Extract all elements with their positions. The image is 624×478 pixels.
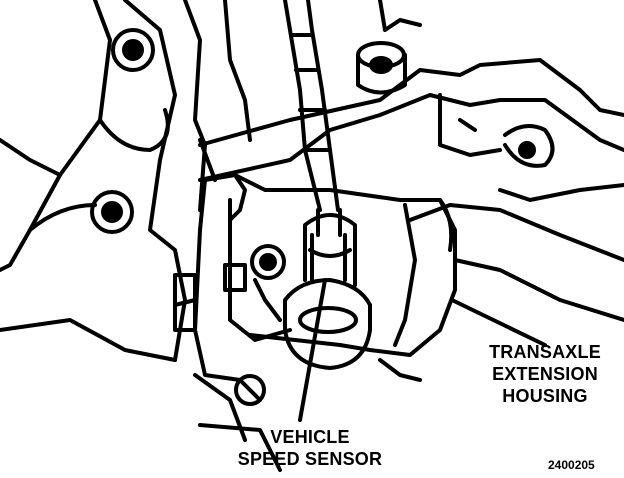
sensor-wiring-harness [283,0,340,212]
engine-mount-bracket [0,0,252,362]
vehicle-speed-sensor-label: VEHICLE SPEED SENSOR [220,427,400,472]
lower-bolt [173,263,266,406]
label-line: TRANSAXLE [489,342,601,362]
leader-line [298,278,547,422]
upper-stud [356,0,422,95]
label-line: VEHICLE [270,427,350,447]
lower-housing [193,358,422,472]
label-line: SPEED SENSOR [237,448,383,469]
transaxle-case [198,58,624,322]
transaxle-extension-housing-label: TRANSAXLE EXTENSION HOUSING [470,342,620,408]
bracket-bolt [90,28,155,234]
extension-housing [193,138,457,382]
figure-number: 2400205 [548,458,595,472]
label-line: EXTENSION [492,363,598,384]
speed-sensor-body [283,208,372,370]
sensor-hold-down-bolt [250,244,286,322]
label-line: HOUSING [502,385,588,406]
